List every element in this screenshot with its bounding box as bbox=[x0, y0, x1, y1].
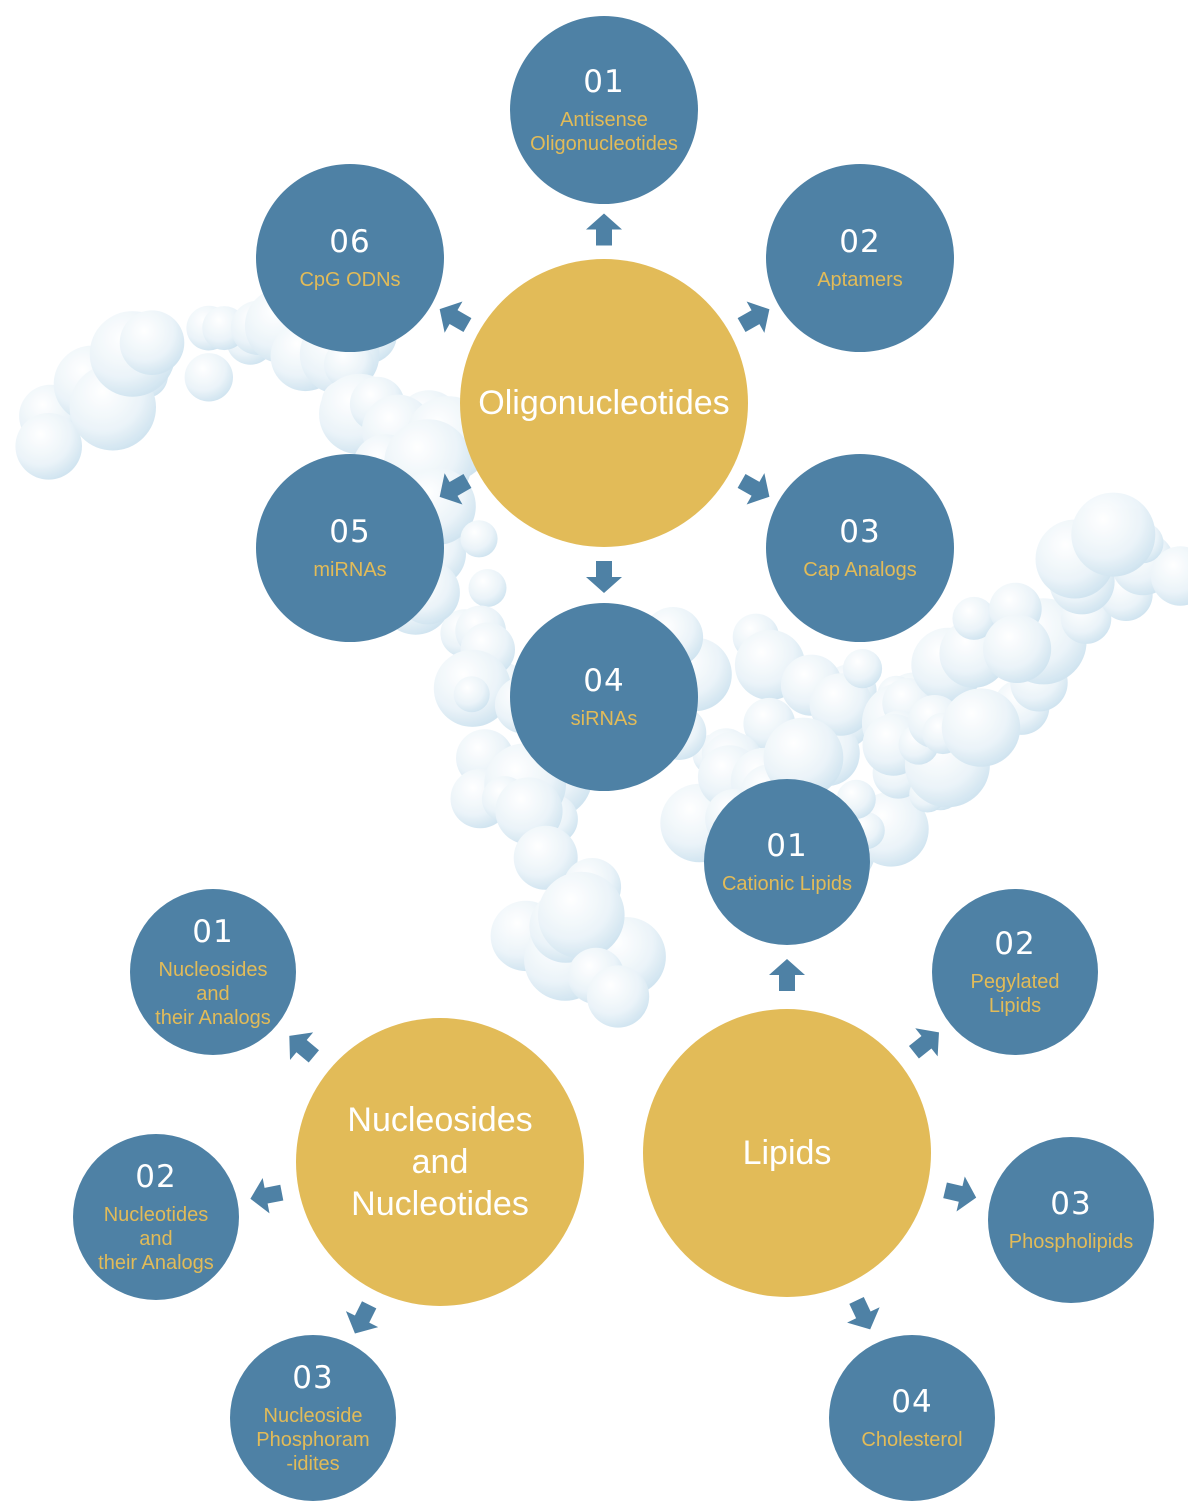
leaf-label: miRNAs bbox=[313, 559, 387, 581]
background-bubble bbox=[513, 825, 578, 890]
arrow-to-cationic-lipids-icon bbox=[769, 959, 805, 991]
background-bubble bbox=[941, 688, 1021, 767]
leaf-number: 04 bbox=[891, 1384, 933, 1420]
arrow-to-phospholipids-icon bbox=[943, 1176, 977, 1212]
arrow-to-antisense-oligonucleotides-icon bbox=[586, 213, 622, 246]
hub-label: Nucleosides and Nucleotides bbox=[347, 1101, 533, 1223]
leaf-number: 04 bbox=[583, 663, 625, 699]
leaf-number: 01 bbox=[583, 64, 625, 100]
leaf-oligonucleotides-sirnas: 04 siRNAs bbox=[510, 603, 698, 791]
arrow-to-cholesterol-icon bbox=[847, 1297, 880, 1330]
leaf-number: 03 bbox=[292, 1360, 334, 1396]
background-bubble bbox=[538, 871, 625, 959]
leaf-number: 02 bbox=[839, 224, 881, 260]
arrow-to-aptamers-icon bbox=[737, 301, 770, 333]
leaf-label: CpG ODNs bbox=[299, 269, 401, 291]
background-bubble bbox=[842, 649, 883, 689]
arrow-to-nucleosides-and-their-analogs-icon bbox=[289, 1032, 319, 1063]
leaf-number: 01 bbox=[766, 828, 808, 864]
leaf-number: 03 bbox=[839, 514, 881, 550]
background-bubble bbox=[952, 596, 996, 640]
background-bubble bbox=[468, 569, 507, 607]
arrow-to-nucleoside-phosphoram-idites-icon bbox=[345, 1301, 379, 1334]
background-bubble bbox=[460, 520, 498, 558]
leaf-number: 02 bbox=[135, 1159, 177, 1195]
arrow-to-cpg-odns-icon bbox=[439, 301, 472, 333]
background-bubble bbox=[453, 676, 490, 713]
leaf-label: Cholesterol bbox=[861, 1429, 963, 1451]
leaf-label: Phospholipids bbox=[1008, 1231, 1134, 1253]
arrow-to-cap-analogs-icon bbox=[737, 473, 770, 505]
background-bubble bbox=[1150, 546, 1188, 606]
hub-oligonucleotides: Oligonucleotides bbox=[460, 259, 748, 547]
hub-label: Oligonucleotides bbox=[478, 384, 730, 422]
leaf-label: siRNAs bbox=[570, 708, 638, 730]
leaf-label: Pegylated Lipids bbox=[970, 971, 1060, 1017]
leaf-number: 03 bbox=[1050, 1186, 1092, 1222]
arrow-to-nucleotides-and-their-analogs-icon bbox=[250, 1178, 284, 1214]
background-bubble bbox=[763, 717, 844, 798]
leaf-number: 05 bbox=[329, 514, 371, 550]
leaf-label: Cap Analogs bbox=[803, 559, 917, 581]
hub-nucleosides: Nucleosides and Nucleotides bbox=[296, 1018, 584, 1306]
leaf-label: Nucleoside Phosphoram -idites bbox=[256, 1405, 370, 1475]
leaf-number: 06 bbox=[329, 224, 371, 260]
background-bubble bbox=[587, 965, 650, 1028]
leaf-label: Antisense Oligonucleotides bbox=[530, 109, 678, 155]
background-bubble bbox=[184, 353, 233, 402]
hub-label: Lipids bbox=[742, 1134, 832, 1172]
leaf-label: Cationic Lipids bbox=[721, 873, 853, 895]
background-bubble bbox=[983, 614, 1052, 684]
hub-lipids: Lipids bbox=[643, 1009, 931, 1297]
background-bubble bbox=[15, 413, 82, 480]
leaf-label: Nucleotides and their Analogs bbox=[98, 1204, 214, 1274]
leaf-number: 01 bbox=[192, 914, 234, 950]
leaf-label: Nucleosides and their Analogs bbox=[155, 959, 271, 1029]
background-bubble bbox=[119, 310, 185, 376]
leaf-number: 02 bbox=[994, 926, 1036, 962]
background-bubble bbox=[1071, 492, 1156, 577]
arrow-to-mirnas-icon bbox=[439, 473, 472, 505]
leaf-oligonucleotides-mirnas: 05 miRNAs bbox=[256, 454, 444, 642]
background-bubble bbox=[809, 673, 873, 736]
leaf-label: Aptamers bbox=[817, 269, 903, 291]
arrow-to-sirnas-icon bbox=[586, 561, 622, 593]
arrow-to-pegylated-lipids-icon bbox=[908, 1028, 939, 1059]
